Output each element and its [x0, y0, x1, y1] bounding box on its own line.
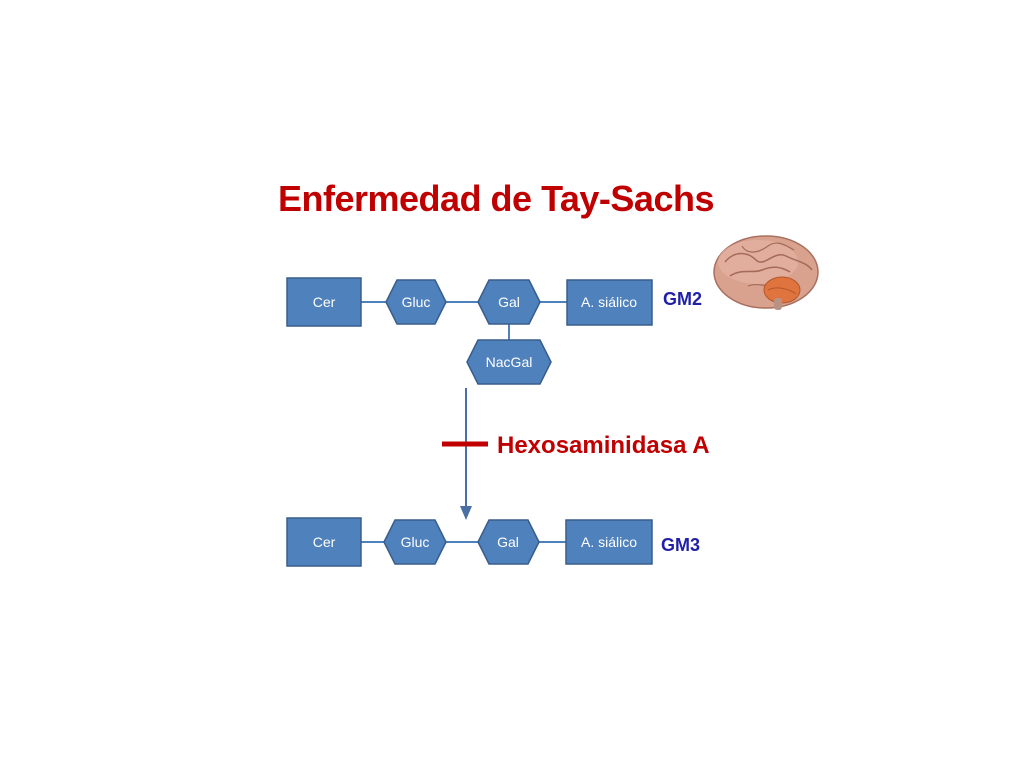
gm2-connectors — [361, 301, 567, 340]
gm2-gal-node: Gal — [477, 279, 541, 325]
node-label: A. siálico — [581, 294, 637, 310]
enzyme-label: Hexosaminidasa A — [497, 432, 710, 459]
node-label: Gal — [498, 294, 520, 310]
gm2-label: GM2 — [663, 289, 702, 309]
reaction-arrow — [460, 388, 472, 520]
node-label: Gluc — [402, 294, 431, 310]
slide-title: Enfermedad de Tay-Sachs — [278, 178, 715, 219]
node-label: Cer — [313, 294, 336, 310]
gm3-gal-node: Gal — [477, 519, 540, 565]
gm2-cer-node: Cer — [286, 277, 362, 327]
gm3-gluc-node: Gluc — [383, 519, 447, 565]
gm3-sialic-node: A. siálico — [565, 519, 653, 565]
node-label: NacGal — [486, 354, 533, 370]
gm2-gluc-node: Gluc — [385, 279, 447, 325]
gm3-cer-node: Cer — [286, 517, 362, 567]
gm2-sialic-node: A. siálico — [566, 279, 653, 326]
gm2-nacgal-node: NacGal — [466, 339, 552, 385]
node-label: Gal — [497, 534, 519, 550]
brain-icon — [713, 235, 819, 310]
node-label: A. siálico — [581, 534, 637, 550]
gm3-label: GM3 — [661, 535, 700, 555]
node-label: Cer — [313, 534, 336, 550]
node-label: Gluc — [401, 534, 430, 550]
